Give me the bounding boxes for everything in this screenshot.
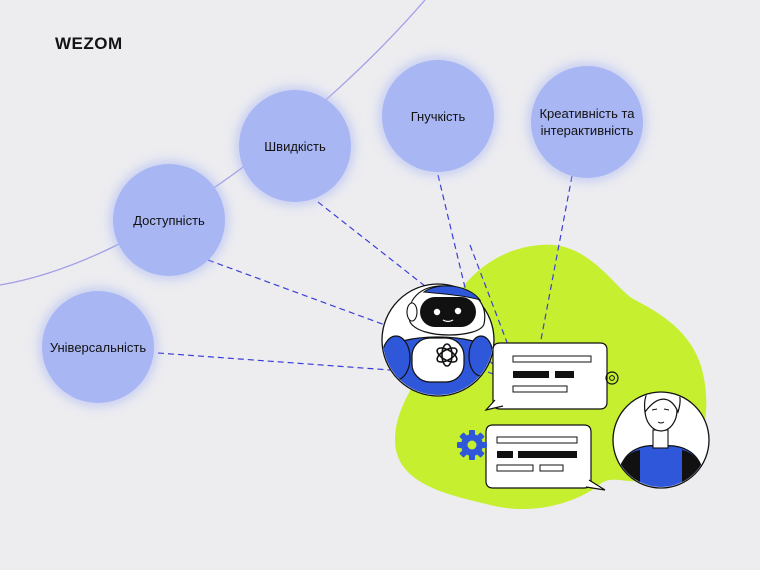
- orbit-arc: [0, 0, 426, 286]
- gear-icon: [605, 371, 619, 385]
- feature-bubble-creativity: Креативність та інтерактивність: [531, 66, 643, 178]
- connectors: [157, 174, 573, 377]
- feature-label: Швидкість: [264, 138, 326, 154]
- feature-label: Гнучкість: [410, 108, 466, 124]
- feature-label: Універсальність: [49, 339, 147, 355]
- chat-bubble-top: [484, 342, 619, 412]
- feature-label: Доступність: [133, 212, 205, 228]
- feature-bubble-speed: Швидкість: [239, 90, 351, 202]
- chat-bubble-bottom: [485, 424, 606, 491]
- brand-logo: WEZOM: [55, 34, 123, 53]
- feature-label: Креативність та інтерактивність: [539, 106, 635, 138]
- robot-icon: [381, 283, 495, 397]
- feature-bubble-accessibility: Доступність: [113, 164, 225, 276]
- feature-bubble-flexibility: Гнучкість: [382, 60, 494, 172]
- gear-icon: [457, 430, 487, 460]
- feature-bubble-universality: Універсальність: [42, 291, 154, 403]
- chatgpt-logo-icon: [436, 343, 458, 367]
